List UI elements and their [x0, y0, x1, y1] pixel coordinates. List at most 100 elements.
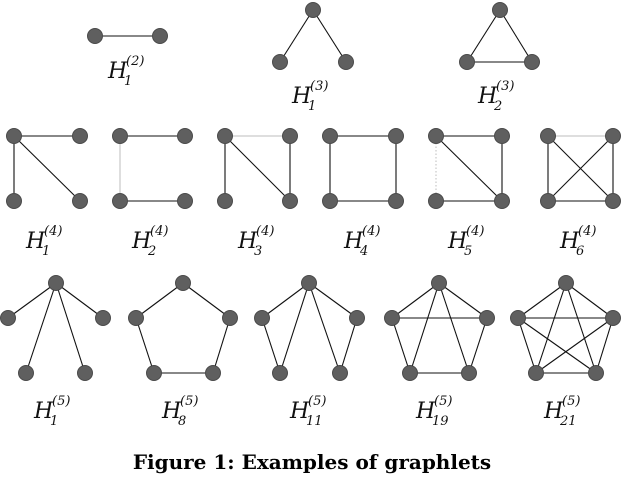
graph-edge [438, 282, 488, 319]
graphlet-h1-3: H(3) 1 [272, 2, 354, 114]
graphlet-label-subscript: 1 [308, 99, 316, 114]
graph-edge [279, 282, 310, 374]
graph-node [18, 365, 34, 381]
graphlet-label-superscript: (5) [308, 394, 326, 409]
graphlet-label-subscript: 1 [50, 414, 58, 429]
graph-node [305, 2, 321, 18]
graphlet-label-subscript: 3 [254, 244, 262, 259]
graph-node [282, 193, 298, 209]
graph-edge [409, 282, 440, 374]
graph-node [428, 193, 444, 209]
graph-node [95, 310, 111, 326]
graph-edge [261, 317, 281, 374]
graph-node [605, 128, 621, 144]
graph-node [540, 128, 556, 144]
graph-edge [25, 282, 57, 374]
graph-node [494, 128, 510, 144]
graph-node [322, 193, 338, 209]
graphlet-h19-5: H(5) 19 [384, 275, 495, 429]
graph-node [175, 275, 191, 291]
graph-edge [182, 282, 231, 319]
graph-edge [212, 317, 231, 374]
graph-edge [595, 317, 614, 374]
graph-node [528, 365, 544, 381]
graph-edge [391, 282, 440, 319]
graph-node [217, 128, 233, 144]
graph-node [48, 275, 64, 291]
graph-node [87, 28, 103, 44]
graph-node [112, 128, 128, 144]
graph-node [112, 193, 128, 209]
graphlet-label-superscript: (4) [256, 224, 274, 239]
graph-node [222, 310, 238, 326]
graph-node [402, 365, 418, 381]
graphlet-label-subscript: 11 [306, 414, 323, 429]
graph-edge [339, 317, 358, 374]
graph-node [301, 275, 317, 291]
graph-node [128, 310, 144, 326]
graphlet-label-subscript: 5 [464, 244, 472, 259]
graph-node [272, 365, 288, 381]
graph-node [494, 193, 510, 209]
graphlet-label-subscript: 19 [432, 414, 449, 429]
graph-node [332, 365, 348, 381]
graph-node [338, 54, 354, 70]
graph-edge [565, 282, 614, 319]
graph-edge [565, 282, 597, 374]
graphlet-label-letter: H [559, 229, 580, 254]
graph-node [205, 365, 221, 381]
graphlet-label-subscript: 21 [559, 414, 577, 429]
graph-node [0, 310, 16, 326]
graphlet-label-letter: H [447, 229, 468, 254]
graphlet-h1-2: H(2) 1 [87, 28, 168, 89]
graph-node [72, 193, 88, 209]
graph-node [77, 365, 93, 381]
graphlet-label-subscript: 8 [178, 414, 186, 429]
graph-node [272, 54, 288, 70]
graph-node [152, 28, 168, 44]
graphlet-label-superscript: (3) [310, 79, 328, 94]
graphlet-label-superscript: (4) [466, 224, 484, 239]
graph-node [254, 310, 270, 326]
graphlet-label-letter: H [415, 399, 436, 424]
graph-edge [517, 282, 567, 319]
graph-node [558, 275, 574, 291]
graphlet-h21-5: H(5)21 [510, 275, 621, 429]
graphlet-label-subscript: 2 [147, 244, 156, 259]
graphlet-label-subscript: 1 [124, 74, 132, 89]
graph-node [605, 193, 621, 209]
graphlet-label-subscript: 2 [493, 99, 502, 114]
graph-edge [55, 282, 86, 374]
graph-node [588, 365, 604, 381]
graphlet-label-subscript: 6 [576, 244, 584, 259]
graph-node [388, 193, 404, 209]
graph-node [492, 2, 508, 18]
graphlet-label-letter: H [33, 399, 54, 424]
graphlet-label-superscript: (4) [578, 224, 596, 239]
graph-node [540, 193, 556, 209]
graphlet-label-superscript: (5) [180, 394, 198, 409]
graphlet-label-superscript: (5) [434, 394, 452, 409]
graph-edge [261, 282, 310, 319]
graphlet-label-subscript: 1 [42, 244, 50, 259]
graphlet-label-superscript: (2) [126, 54, 144, 69]
graphlet-h5-4: H(4) 5 [428, 128, 510, 259]
graphlet-h8-5: H(5)8 [128, 275, 238, 429]
graph-node [605, 310, 621, 326]
graph-edge [535, 317, 614, 374]
graph-edge [535, 282, 567, 374]
graph-node [461, 365, 477, 381]
graphlet-label-letter: H [107, 59, 128, 84]
graph-edge [55, 282, 104, 319]
graphlet-h4-4: H(4)4 [322, 128, 404, 259]
figure-caption: Figure 1: Examples of graphlets [132, 450, 492, 474]
graph-edge [391, 317, 411, 374]
graphlet-label-letter: H [543, 399, 564, 424]
graph-edge [135, 317, 155, 374]
graphlet-label-letter: H [291, 84, 312, 109]
graphlet-label-letter: H [25, 229, 46, 254]
graphlet-label-superscript: (3) [496, 79, 514, 94]
graphlet-label-superscript: (5) [52, 394, 70, 409]
graph-node [510, 310, 526, 326]
